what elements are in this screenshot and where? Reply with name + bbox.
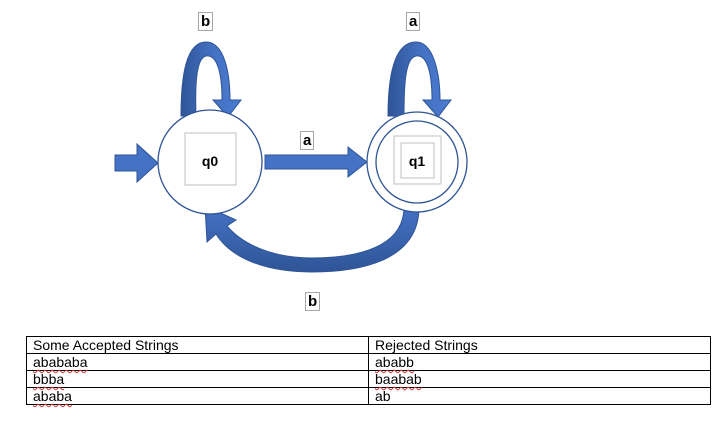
- header-accepted: Some Accepted Strings: [26, 336, 369, 354]
- transition-label-q1-loop: a: [406, 12, 421, 31]
- accepted-string: bbba: [26, 370, 369, 388]
- state-q1-textbox-inner: [400, 142, 435, 179]
- state-q1-label: q1: [409, 153, 426, 169]
- accepted-string-text: ababa: [33, 388, 72, 404]
- table-row: ababa ab: [26, 387, 711, 405]
- state-q1-outer-circle: [366, 111, 468, 213]
- rejected-string-text: ab: [375, 388, 391, 404]
- transition-label-q1-q0: b: [305, 292, 321, 311]
- transition-label-q0-q1: a: [300, 131, 315, 150]
- table-row: bbba baabab: [26, 370, 711, 388]
- q1-self-loop-arrow: [387, 41, 453, 118]
- state-q0-label: q0: [202, 153, 219, 169]
- table-row: abababa ababb: [26, 353, 711, 371]
- rejected-string-text: ababb: [375, 354, 414, 370]
- transition-label-q0-loop: b: [198, 12, 214, 31]
- state-q1-textbox-outer: [393, 135, 442, 185]
- accepted-string-text: abababa: [33, 354, 88, 370]
- accepted-string-text: bbba: [33, 371, 65, 387]
- strings-table: Some Accepted Strings Rejected Strings a…: [26, 336, 711, 405]
- state-q0-textbox: [184, 132, 237, 186]
- transition-arrow-q0-q1: [264, 145, 368, 179]
- state-q1-inner-circle: [375, 120, 459, 204]
- accepted-string: abababa: [26, 353, 369, 371]
- accepted-string: ababa: [26, 387, 369, 405]
- rejected-string: baabab: [368, 370, 711, 388]
- header-rejected: Rejected Strings: [368, 336, 711, 354]
- rejected-string: ab: [368, 387, 711, 405]
- start-arrow: [114, 142, 159, 184]
- table-header-row: Some Accepted Strings Rejected Strings: [26, 336, 711, 354]
- transition-arrow-q1-q0: [204, 205, 420, 273]
- dfa-diagram: q0 q1: [114, 41, 468, 273]
- q0-self-loop-arrow: [180, 41, 243, 118]
- rejected-string-text: baabab: [375, 371, 422, 387]
- rejected-string: ababb: [368, 353, 711, 371]
